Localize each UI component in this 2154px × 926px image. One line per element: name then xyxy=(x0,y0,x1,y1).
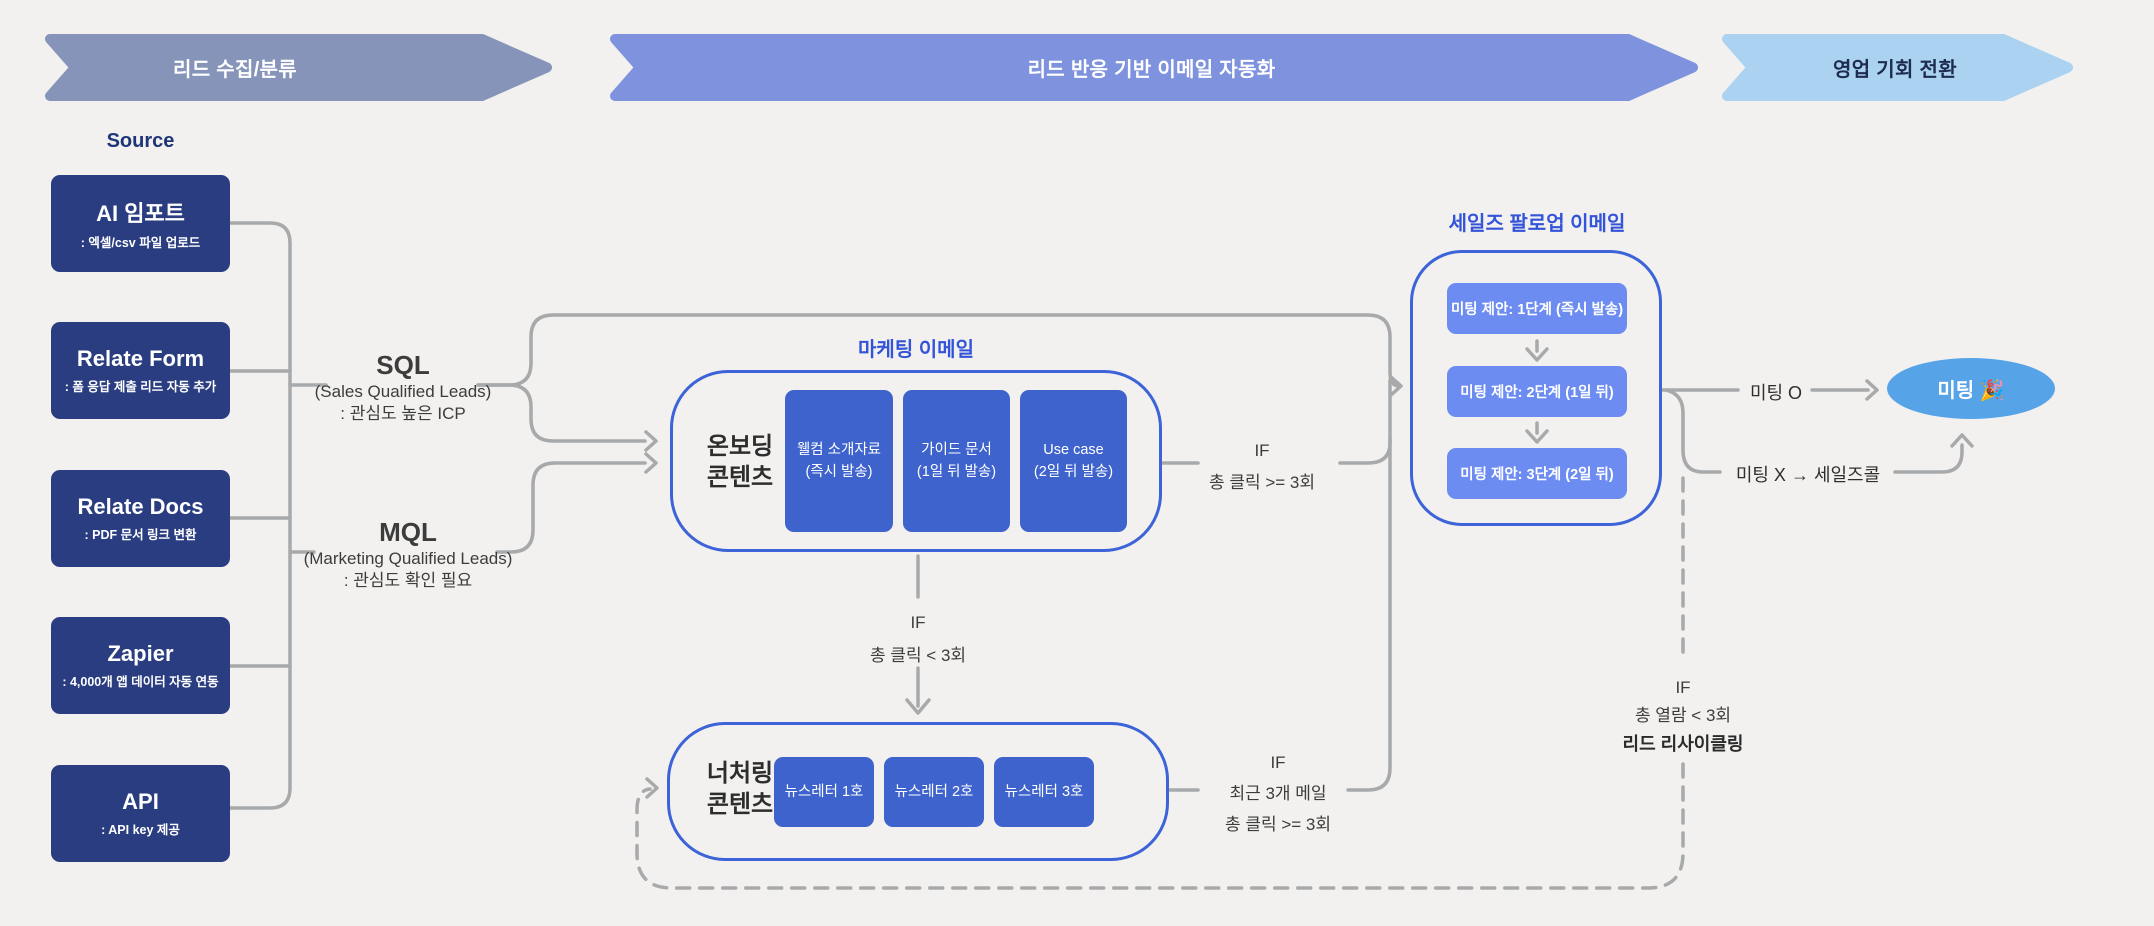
newsletter-title: 뉴스레터 3호 xyxy=(1004,783,1084,800)
banner-sales-conversion-shape xyxy=(1722,34,2073,101)
condition-recent-clicks-gte3: IF 최근 3개 메일 총 클릭 >= 3회 xyxy=(1188,747,1368,840)
connector-nurture-to-sales xyxy=(1168,436,1392,792)
arrowhead-recycle-into-nurture xyxy=(645,777,659,799)
arrowhead-into-onboarding-2 xyxy=(644,452,658,474)
banner-lead-collection-shape xyxy=(45,34,552,101)
connector-meeting-yes xyxy=(1661,379,1879,401)
arrowhead-up-into-goal xyxy=(1950,433,1974,448)
condition-line: 총 클릭 >= 3회 xyxy=(1208,473,1316,492)
connector-sql xyxy=(288,313,1403,452)
source-box-title: Relate Form xyxy=(76,346,205,371)
connector-onboarding-to-nurture xyxy=(905,554,931,715)
condition-line: 총 클릭 < 3회 xyxy=(869,646,967,665)
source-box-subtitle: : 4,000개 앱 데이터 자동 연동 xyxy=(62,675,219,689)
onboarding-label-line1: 온보딩 xyxy=(706,433,774,460)
source-box-title: Relate Docs xyxy=(77,494,204,519)
condition-lead-recycling: IF 총 열람 < 3회 리드 리사이클링 xyxy=(1583,674,1783,758)
mql-note: : 관심도 확인 필요 xyxy=(343,571,473,590)
source-box-subtitle: : API key 제공 xyxy=(101,823,180,837)
condition-clicks-gte3: IF 총 클릭 >= 3회 xyxy=(1182,435,1342,499)
newsletter-card-1: 뉴스레터 1호 xyxy=(774,757,874,827)
goal-meeting-ellipse: 미팅 🎉 xyxy=(1887,358,2055,419)
sales-step-label: 미팅 제안: 3단계 (2일 뒤) xyxy=(1460,467,1614,483)
onboarding-label-line2: 콘텐츠 xyxy=(706,464,774,492)
banner-email-automation-shape xyxy=(610,34,1698,101)
marketing-email-title: 마케팅 이메일 xyxy=(858,339,974,361)
arrowhead-into-goal xyxy=(1865,379,1879,401)
source-box-zapier: Zapier : 4,000개 앱 데이터 자동 연동 xyxy=(51,617,230,714)
source-box-ai-import: AI 임포트 : 엑셀/csv 파일 업로드 xyxy=(51,175,230,272)
connector-lead-recycling xyxy=(635,476,1685,890)
sales-followup-container xyxy=(1410,250,1662,526)
condition-line: IF xyxy=(1675,678,1691,697)
meeting-yes-label: 미팅 O xyxy=(1749,383,1803,403)
source-box-subtitle: : PDF 문서 링크 변환 xyxy=(84,528,197,542)
newsletter-title: 뉴스레터 1호 xyxy=(784,783,864,800)
source-box-title: Zapier xyxy=(107,641,174,666)
sql-label: SQL (Sales Qualified Leads) : 관심도 높은 ICP xyxy=(298,352,508,425)
condition-line: IF xyxy=(1254,441,1270,460)
source-box-api: API : API key 제공 xyxy=(51,765,230,862)
condition-line: 총 열람 < 3회 xyxy=(1634,706,1732,725)
connector-source-merge xyxy=(228,221,292,810)
sales-step-1: 미팅 제안: 1단계 (즉시 발송) xyxy=(1447,283,1627,334)
email-card-timing: (2일 뒤 발송) xyxy=(1033,464,1114,480)
arrowhead-into-onboarding-1 xyxy=(644,430,658,452)
sales-step-label: 미팅 제안: 2단계 (1일 뒤) xyxy=(1460,385,1614,401)
sql-name: SQL xyxy=(376,350,430,380)
onboarding-label: 온보딩 콘텐츠 xyxy=(684,431,796,493)
banner-sales-conversion: 영업 기회 전환 xyxy=(1833,59,1957,81)
newsletter-card-2: 뉴스레터 2호 xyxy=(884,757,984,827)
newsletter-title: 뉴스레터 2호 xyxy=(894,783,974,800)
connector-sales-step-arrows xyxy=(1525,339,1549,444)
connector-meeting-no xyxy=(1664,388,1974,474)
source-box-relate-docs: Relate Docs : PDF 문서 링크 변환 xyxy=(51,470,230,567)
connector-mql xyxy=(288,452,658,554)
nurturing-label-line2: 콘텐츠 xyxy=(706,791,774,819)
sql-full: (Sales Qualified Leads) xyxy=(314,382,492,401)
banner-lead-collection: 리드 수집/분류 xyxy=(173,59,297,81)
mql-full: (Marketing Qualified Leads) xyxy=(303,549,513,568)
sales-step-2: 미팅 제안: 2단계 (1일 뒤) xyxy=(1447,366,1627,417)
email-card-timing: (즉시 발송) xyxy=(805,464,873,480)
email-card-title: Use case xyxy=(1043,441,1104,458)
email-card-title: 가이드 문서 xyxy=(921,441,992,458)
source-box-title: API xyxy=(122,789,159,814)
email-card-usecase: Use case (2일 뒤 발송) xyxy=(1020,390,1127,532)
onboarding-container xyxy=(670,370,1162,552)
sales-step-3: 미팅 제안: 3단계 (2일 뒤) xyxy=(1447,448,1627,499)
mql-label: MQL (Marketing Qualified Leads) : 관심도 확인… xyxy=(298,519,518,592)
banner-email-automation: 리드 반응 기반 이메일 자동화 xyxy=(1027,59,1276,81)
sales-followup-title: 세일즈 팔로업 이메일 xyxy=(1448,213,1626,235)
nurturing-label-line1: 너처링 xyxy=(706,760,774,787)
arrowhead-down-into-nurture xyxy=(905,698,931,715)
source-box-title: AI 임포트 xyxy=(96,201,185,226)
email-card-welcome: 웰컴 소개자료 (즉시 발송) xyxy=(785,390,893,532)
source-box-subtitle: : 폼 응답 제출 리드 자동 추가 xyxy=(64,380,217,394)
condition-line: 총 클릭 >= 3회 xyxy=(1224,815,1332,834)
email-card-title: 웰컴 소개자료 xyxy=(796,441,882,458)
condition-line: IF xyxy=(1270,753,1286,772)
condition-line-bold: 리드 리사이클링 xyxy=(1622,734,1744,754)
condition-line: 최근 3개 메일 xyxy=(1229,784,1327,803)
nurturing-label: 너처링 콘텐츠 xyxy=(682,758,798,820)
nurturing-container xyxy=(667,722,1169,861)
condition-line: IF xyxy=(910,613,926,632)
source-column-title: Source xyxy=(106,130,175,152)
source-box-relate-form: Relate Form : 폼 응답 제출 리드 자동 추가 xyxy=(51,322,230,419)
sql-note: : 관심도 높은 ICP xyxy=(340,404,466,423)
email-card-timing: (1일 뒤 발송) xyxy=(916,464,997,480)
email-card-guide: 가이드 문서 (1일 뒤 발송) xyxy=(903,390,1010,532)
goal-meeting-label: 미팅 🎉 xyxy=(1937,380,2005,402)
arrowhead-into-sales xyxy=(1389,375,1403,397)
mql-name: MQL xyxy=(379,517,437,547)
newsletter-card-3: 뉴스레터 3호 xyxy=(994,757,1094,827)
stage-banner-shapes xyxy=(45,34,2073,101)
source-box-subtitle: : 엑셀/csv 파일 업로드 xyxy=(80,236,201,250)
condition-clicks-lt3: IF 총 클릭 < 3회 xyxy=(838,606,998,672)
sales-step-label: 미팅 제안: 1단계 (즉시 발송) xyxy=(1450,302,1624,318)
meeting-no-label: 미팅 X → 세일즈콜 xyxy=(1735,465,1881,485)
